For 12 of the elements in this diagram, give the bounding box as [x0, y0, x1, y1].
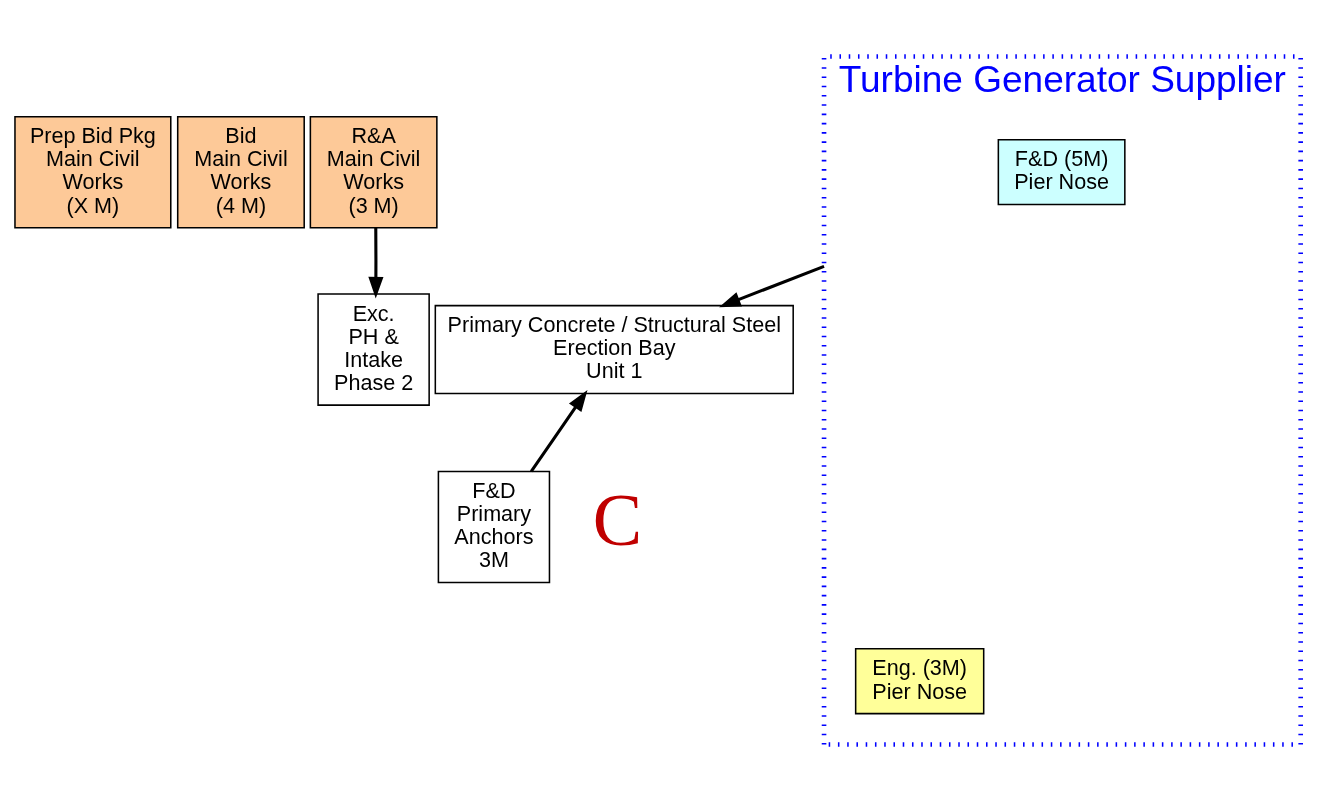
arrow	[530, 389, 588, 472]
arrow	[719, 264, 825, 307]
arrow	[368, 227, 384, 299]
node-box: Primary Concrete / Structural Steel Erection Bay Unit 1	[434, 304, 794, 394]
node-box: Bid Main Civil Works (4 M)	[176, 115, 305, 228]
label: C	[592, 478, 643, 561]
node-box: Prep Bid Pkg Main Civil Works (X M)	[14, 115, 172, 228]
node-box: Exc. PH & Intake Phase 2	[317, 292, 430, 406]
node-box: R&A Main Civil Works (3 M)	[309, 115, 438, 228]
node-box: F&D Primary Anchors 3M	[437, 470, 551, 583]
node-box: Eng. (3M) Pier Nose	[854, 647, 985, 714]
node-box: F&D (5M) Pier Nose	[997, 138, 1126, 205]
